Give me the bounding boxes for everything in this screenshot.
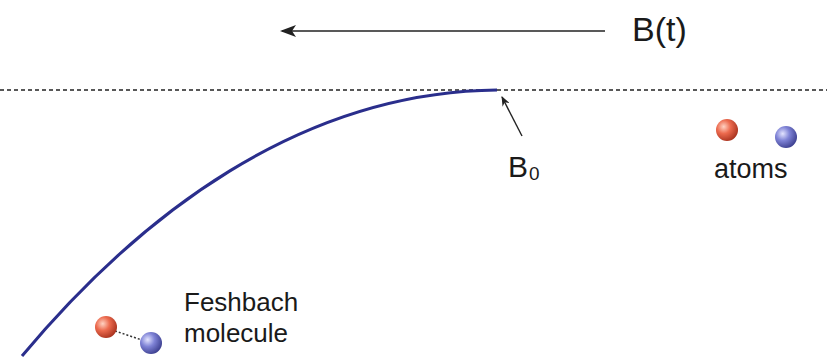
atom-blue xyxy=(775,126,797,148)
resonance-label: B₀ xyxy=(508,150,540,185)
atom-red xyxy=(716,119,738,141)
molecule-label: Feshbach molecule xyxy=(184,287,334,349)
molecule-atom-red xyxy=(95,316,117,338)
atoms-label: atoms xyxy=(714,154,788,185)
leader-arrow xyxy=(502,97,522,136)
molecule-bond xyxy=(115,331,142,340)
field-label: B(t) xyxy=(632,10,687,49)
bound-state-curve xyxy=(22,90,497,356)
molecule-atom-blue xyxy=(140,332,162,354)
sweep-arrowhead xyxy=(280,25,296,37)
threshold-line xyxy=(0,89,827,91)
sweep-arrow xyxy=(282,30,605,32)
